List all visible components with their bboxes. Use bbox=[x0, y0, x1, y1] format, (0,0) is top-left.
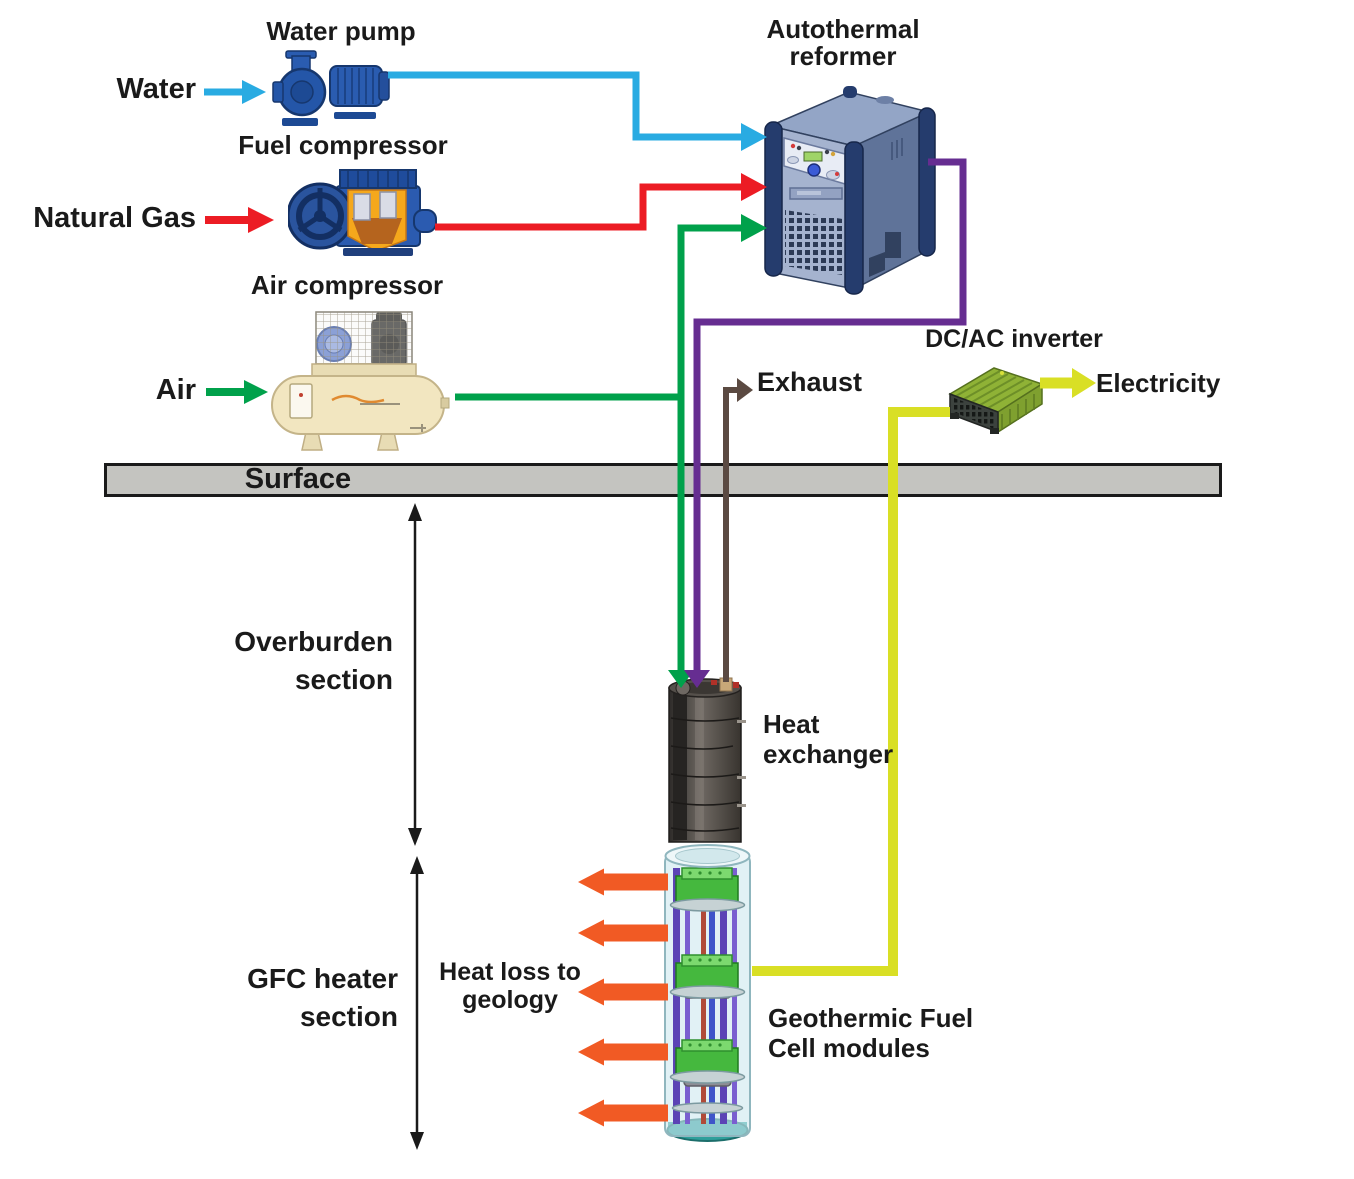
surface-label: Surface bbox=[244, 463, 352, 495]
fuel-compressor-label: Fuel compressor bbox=[238, 130, 448, 160]
natural-gas-input-label: Natural Gas bbox=[33, 202, 196, 234]
heat-loss-arrow bbox=[578, 1099, 668, 1127]
surface-bar bbox=[104, 463, 1222, 497]
heat-loss-arrow bbox=[578, 1038, 668, 1066]
electricity-output-arrow bbox=[1040, 368, 1096, 398]
air-input-arrow bbox=[206, 380, 268, 404]
water-flow-line bbox=[388, 71, 767, 151]
autothermal-reformer-label: Autothermal reformer bbox=[766, 14, 920, 72]
water-input-label: Water bbox=[116, 73, 197, 105]
water-pump-label: Water pump bbox=[266, 16, 416, 46]
gas-flow-line bbox=[435, 173, 767, 231]
air-flow-line bbox=[455, 214, 767, 688]
heat-loss-arrows bbox=[578, 868, 668, 1127]
heat-exchanger-image bbox=[668, 677, 746, 843]
heat-loss-arrow bbox=[578, 978, 668, 1006]
fuel-compressor-image bbox=[288, 169, 437, 256]
heat-exchanger-label: Heat exchanger bbox=[763, 709, 894, 769]
water-input-arrow bbox=[204, 80, 266, 104]
reformate-flow-line bbox=[684, 158, 967, 688]
dc-ac-inverter-label: DC/AC inverter bbox=[925, 325, 1103, 353]
heat-loss-label: Heat loss to geology bbox=[439, 958, 581, 1014]
autothermal-reformer-image bbox=[764, 86, 936, 295]
air-input-label: Air bbox=[155, 374, 196, 406]
gfc-modules-label: Geothermic Fuel Cell modules bbox=[768, 1003, 974, 1063]
exhaust-output-label: Exhaust bbox=[757, 367, 863, 397]
gfc-heater-depth-arrow bbox=[410, 856, 424, 1150]
heat-loss-arrow bbox=[578, 919, 668, 947]
water-pump-image bbox=[272, 50, 390, 126]
gfc-heater-section-label: GFC heater section bbox=[247, 963, 398, 1032]
overburden-depth-arrow bbox=[408, 503, 422, 846]
air-compressor-label: Air compressor bbox=[250, 270, 444, 300]
overburden-section-label: Overburden section bbox=[234, 626, 393, 695]
dc-ac-inverter-image bbox=[948, 367, 1044, 434]
air-compressor-image bbox=[271, 311, 450, 451]
electricity-flow-line bbox=[752, 407, 950, 976]
electricity-output-label: Electricity bbox=[1096, 368, 1221, 398]
exhaust-flow-line bbox=[723, 378, 753, 682]
natural-gas-input-arrow bbox=[205, 207, 274, 233]
heat-loss-arrow bbox=[578, 868, 668, 896]
